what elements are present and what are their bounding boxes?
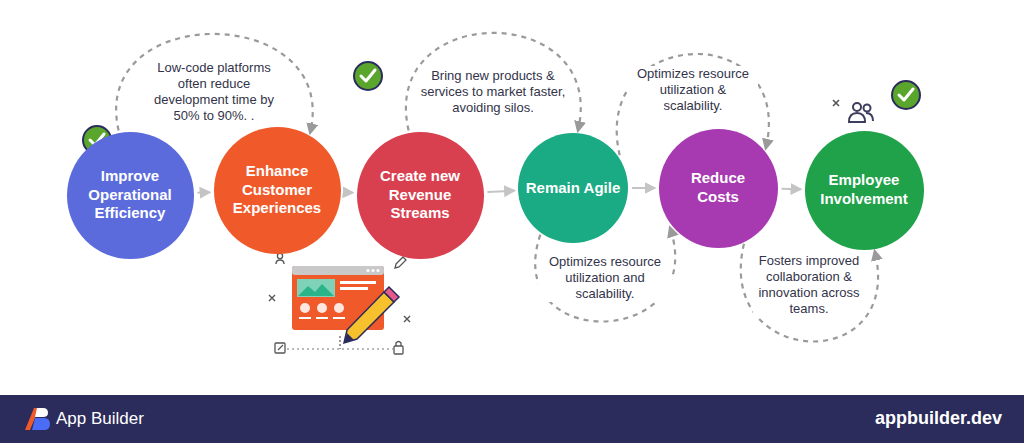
benefit-circle: Enhance Customer Experiences [214, 127, 341, 254]
benefit-circle: Employee Involvement [805, 131, 924, 250]
edge-note: Bring new products & services to market … [418, 68, 568, 116]
dashed-arc-arrow [116, 34, 313, 132]
dashed-arc-arrow [741, 244, 878, 342]
people-icon [849, 103, 873, 122]
cross-mark [833, 100, 839, 106]
edge-note: Low-code platforms often reduce developm… [151, 60, 277, 124]
dashed-arc-arrow [535, 228, 675, 321]
circle-label: Reduce Costs [668, 169, 768, 207]
benefit-circle: Reduce Costs [659, 129, 778, 248]
footer-band: App Builder appbuilder.dev [0, 395, 1024, 443]
flow-arrow [632, 187, 655, 189]
edge-note: Optimizes resource utilization and scala… [538, 254, 672, 302]
edge-note: Fosters improved collaboration & innovat… [753, 253, 865, 317]
brand-logo [22, 404, 52, 434]
circle-label: Create new Revenue Streams [370, 167, 470, 223]
circle-label: Enhance Customer Experiences [227, 162, 327, 218]
benefit-circle: Remain Agile [518, 133, 628, 243]
edge-note: Optimizes resource utilization & scalabi… [628, 66, 758, 114]
brand-name: App Builder [56, 409, 144, 429]
flow-arrow [344, 191, 352, 193]
circle-label: Employee Involvement [814, 171, 914, 209]
site-url: appbuilder.dev [875, 408, 1002, 429]
check-badge [892, 81, 920, 109]
ui-illustration [269, 253, 410, 354]
benefit-circle: Improve Operational Efficiency [67, 132, 194, 259]
benefit-circle: Create new Revenue Streams [357, 132, 484, 259]
circle-label: Improve Operational Efficiency [80, 167, 180, 223]
flow-arrow [197, 191, 209, 193]
dashed-arc-arrow [406, 33, 581, 131]
circle-label: Remain Agile [526, 179, 620, 198]
flow-arrow [781, 188, 800, 190]
check-badge [354, 62, 382, 90]
flow-arrow [487, 191, 514, 192]
